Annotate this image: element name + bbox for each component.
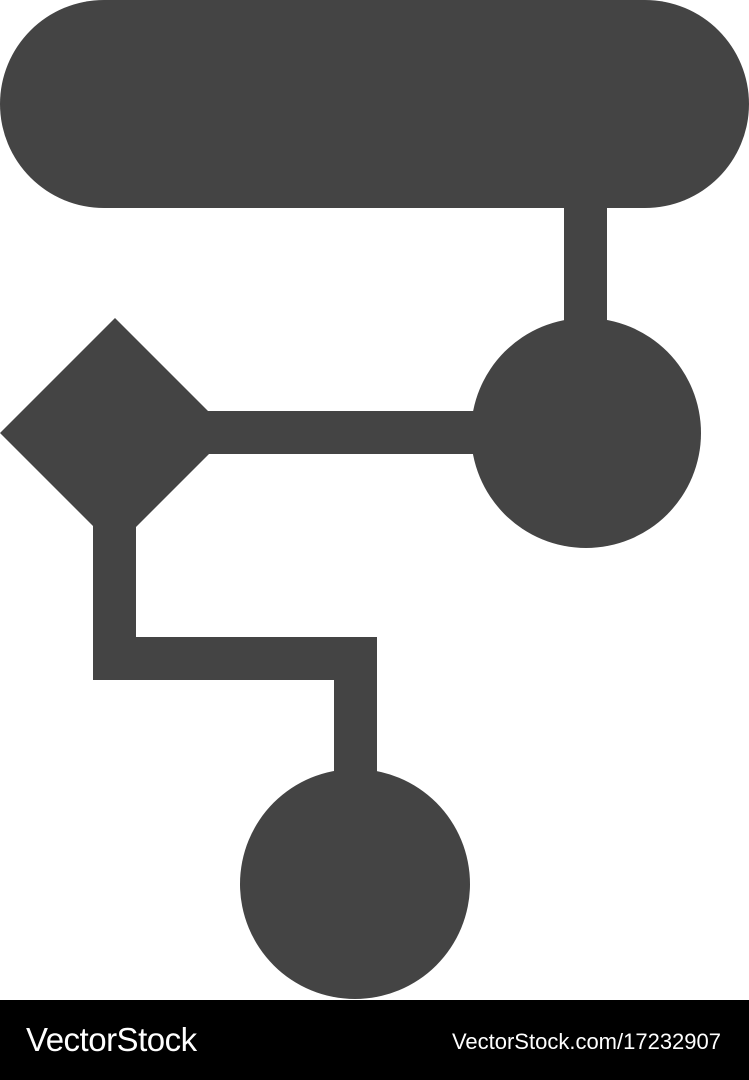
flowchart-icon bbox=[0, 0, 749, 999]
connector-terminal-to-circle bbox=[564, 200, 607, 340]
process-circle-right bbox=[471, 318, 701, 548]
elbow-connector bbox=[93, 500, 377, 790]
brand-logo-text: VectorStock bbox=[26, 1021, 197, 1058]
connector-circle-to-diamond bbox=[190, 411, 490, 454]
decision-diamond bbox=[0, 318, 230, 548]
watermark-footer: VectorStock VectorStock.com/17232907 bbox=[0, 1000, 749, 1080]
terminal-shape bbox=[0, 0, 749, 208]
watermark-url: VectorStock.com/17232907 bbox=[451, 1029, 721, 1054]
end-circle-bottom bbox=[240, 769, 470, 999]
